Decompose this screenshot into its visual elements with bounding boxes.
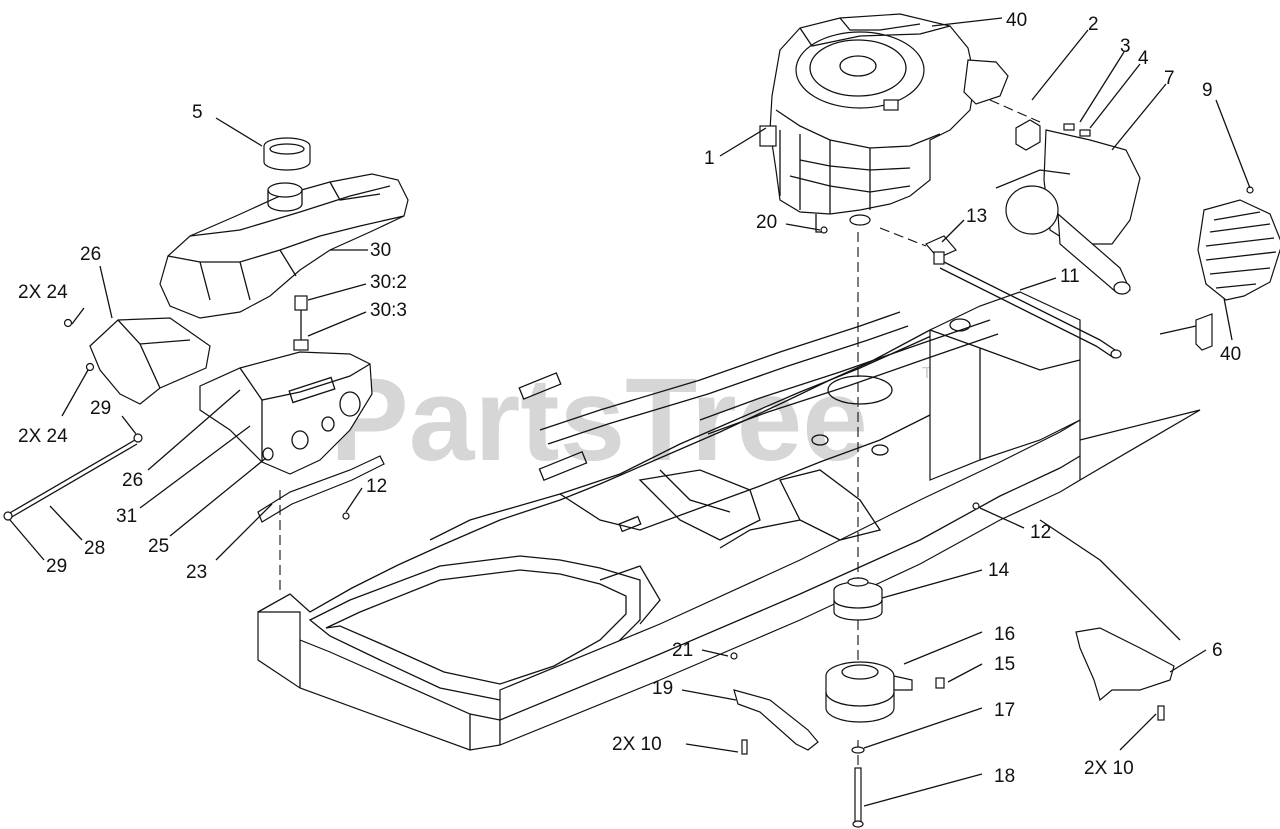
- callout-12-right: 12: [1030, 522, 1051, 543]
- callout-12-left: 12: [366, 476, 387, 497]
- callout-27: 26: [80, 244, 101, 265]
- callout-30-3: 30:3: [370, 300, 407, 321]
- callout-6: 6: [1212, 640, 1223, 661]
- callout-18: 18: [994, 766, 1015, 787]
- callout-2: 2: [1088, 14, 1099, 35]
- callout-15: 15: [994, 654, 1015, 675]
- callout-31: 31: [116, 506, 137, 527]
- callout-24-top: 2X 24: [18, 282, 68, 303]
- callout-13: 13: [966, 206, 987, 227]
- watermark-text: PartsTree: [330, 354, 868, 486]
- callout-5: 5: [192, 102, 203, 123]
- callout-28: 28: [84, 538, 105, 559]
- callout-7: 7: [1164, 68, 1175, 89]
- callout-30-2: 30:2: [370, 272, 407, 293]
- leader-lines: [9, 17, 1251, 807]
- watermark: PartsTree TM: [330, 354, 945, 486]
- callout-39-label: 40: [1220, 344, 1241, 365]
- callout-3: 3: [1120, 36, 1131, 57]
- callout-21: 21: [672, 640, 693, 661]
- callout-9: 9: [1202, 80, 1213, 101]
- callout-10-left: 2X 10: [612, 734, 662, 755]
- engine-assembly: [759, 13, 1280, 359]
- fuel-tank-assembly: [3, 137, 409, 590]
- callout-10-right: 2X 10: [1084, 758, 1134, 779]
- callout-24-bottom: 2X 24: [18, 426, 68, 447]
- callout-30: 30: [370, 240, 391, 261]
- callout-29-upper: 29: [90, 398, 111, 419]
- callout-11: 11: [1060, 266, 1080, 287]
- callout-16: 16: [994, 624, 1015, 645]
- callout-14: 14: [988, 560, 1010, 581]
- callout-19: 19: [652, 678, 673, 699]
- pulley-assembly: [730, 226, 1175, 828]
- callout-17: 17: [994, 700, 1015, 721]
- callout-23: 23: [186, 562, 207, 583]
- callout-38: 40: [1006, 10, 1027, 31]
- callout-26-text: 26: [122, 470, 143, 491]
- main-frame: [257, 291, 1201, 751]
- guard-grille: [1205, 211, 1277, 289]
- callout-1: 1: [704, 148, 715, 169]
- callout-25: 25: [148, 536, 169, 557]
- callout-29-lower: 29: [46, 556, 67, 577]
- callout-4: 4: [1138, 48, 1149, 69]
- callout-labels: 40 2 3 4 7 9 1 20 13 11 40 40 40 5 30 30…: [18, 10, 1241, 787]
- callout-20: 20: [756, 212, 777, 233]
